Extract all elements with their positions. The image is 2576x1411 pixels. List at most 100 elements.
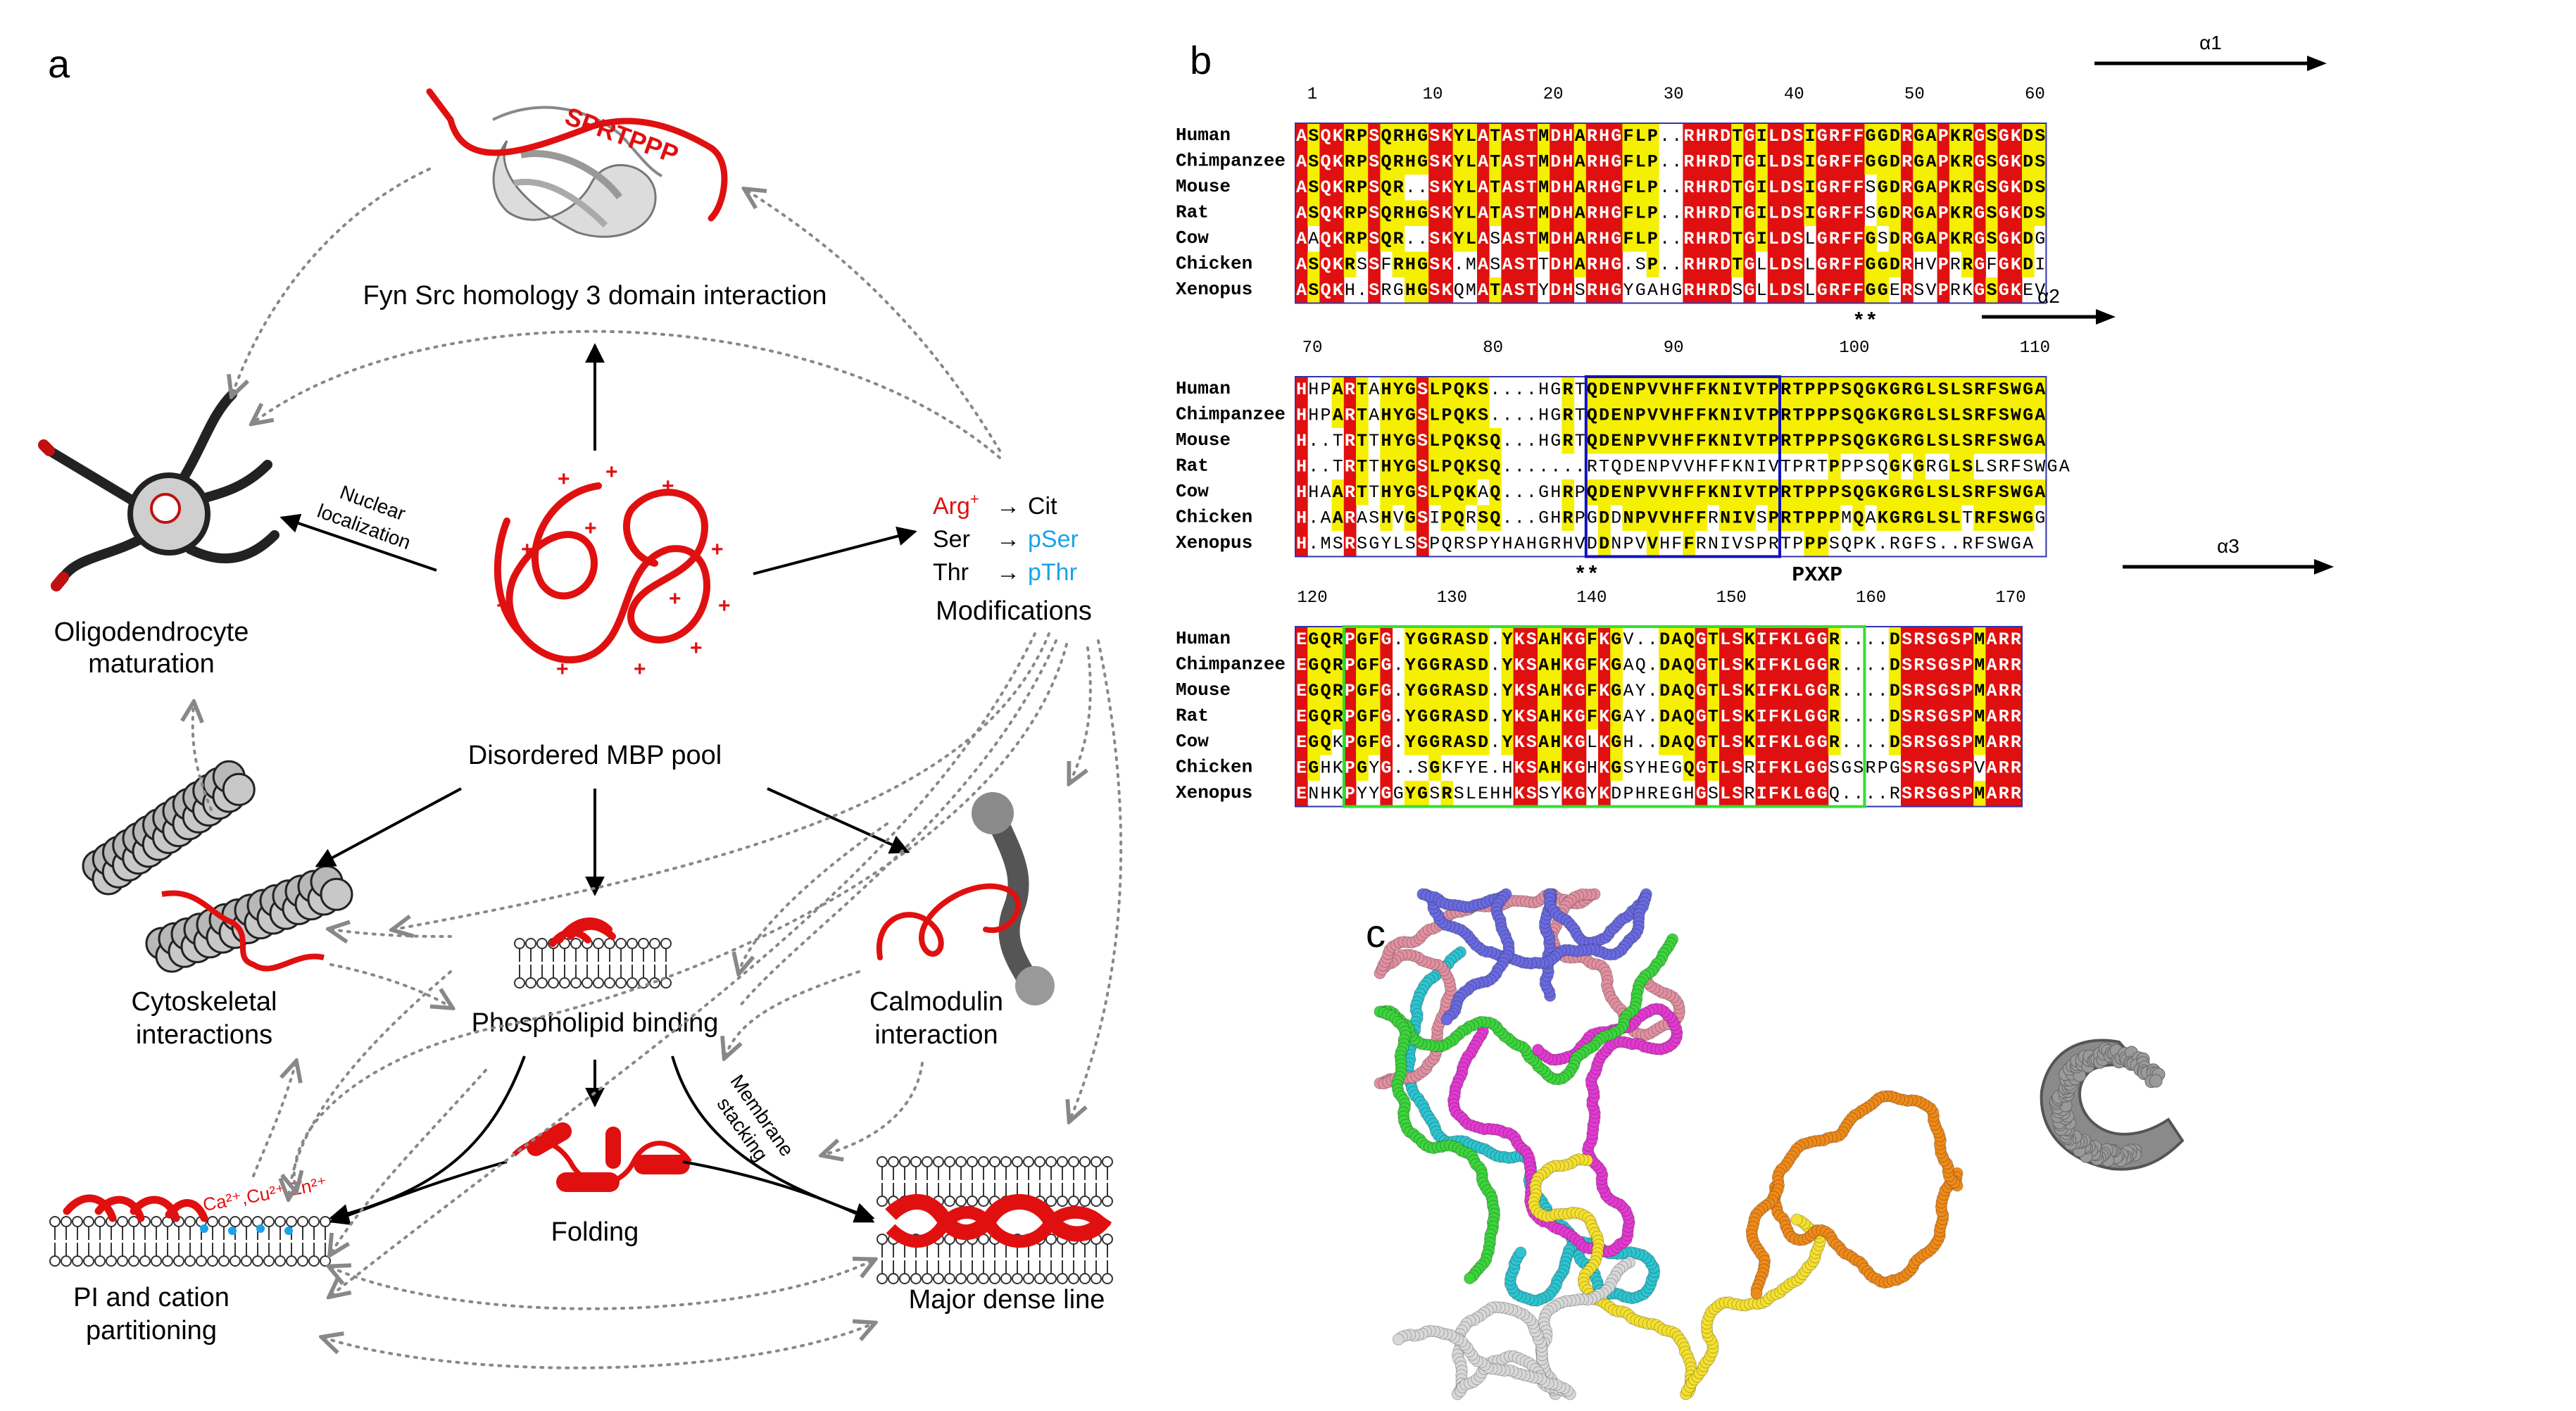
residue: D	[1550, 229, 1561, 249]
residue: T	[1732, 152, 1742, 173]
svg-text:+: +	[669, 587, 681, 610]
residue: K	[1708, 431, 1719, 451]
residue: Q	[1454, 457, 1464, 477]
residue: Y	[1405, 629, 1416, 650]
residue: S	[1841, 406, 1852, 426]
residue: K	[1878, 406, 1888, 426]
residue: Q	[1490, 431, 1500, 451]
residue: P	[1623, 534, 1633, 554]
residue: G	[2023, 406, 2033, 426]
residue: R	[1829, 732, 1840, 753]
residue: H	[1599, 229, 1609, 249]
cytoskeleton-icon	[82, 760, 353, 973]
residue: Y	[1635, 758, 1646, 779]
residue: G	[1393, 784, 1404, 804]
residue: G	[1938, 629, 1949, 650]
residue: G	[1890, 406, 1900, 426]
residue: P	[1841, 457, 1852, 477]
residue: S	[1429, 126, 1440, 146]
residue: S	[1938, 482, 1949, 503]
residue: D	[1478, 681, 1488, 701]
residue: S	[1853, 758, 1864, 779]
residue: Q	[1320, 629, 1331, 650]
residue: K	[1599, 758, 1609, 779]
residue: N	[1720, 482, 1730, 503]
residue: R	[1865, 758, 1876, 779]
residue: L	[1768, 255, 1779, 275]
residue: G	[1611, 255, 1621, 275]
residue: H	[1659, 534, 1670, 554]
residue: A	[1454, 732, 1464, 753]
residue: Q	[1853, 431, 1864, 451]
residue: V	[1744, 406, 1754, 426]
residue: R	[1902, 229, 1912, 249]
residue: W	[1999, 534, 2009, 554]
residue: G	[1974, 152, 1985, 173]
residue: R	[1333, 681, 1343, 701]
residue: S	[1925, 629, 1936, 650]
residue: D	[2023, 203, 2033, 224]
residue: Q	[1490, 457, 1500, 477]
residue: G	[1914, 229, 1924, 249]
residue: H	[1550, 707, 1561, 727]
species-name: Chicken	[1176, 757, 1252, 778]
residue: S	[1490, 229, 1500, 249]
cation-label: Ca²⁺,Cu²⁺,Zn²⁺	[201, 1172, 329, 1215]
residue: D	[1890, 152, 1900, 173]
residue: D	[1720, 177, 1730, 198]
residue: N	[1720, 380, 1730, 400]
residue: R	[1780, 406, 1791, 426]
residue: .	[1659, 203, 1670, 224]
residue: H	[1599, 280, 1609, 301]
residue: K	[1878, 508, 1888, 529]
residue: S	[1962, 457, 1973, 477]
residue: F	[1369, 732, 1379, 753]
residue: Y	[1369, 784, 1379, 804]
residue: H	[1381, 482, 1391, 503]
residue: I	[1757, 758, 1767, 779]
residue: G	[1538, 508, 1549, 529]
residue: H	[1405, 255, 1416, 275]
residue: V	[1671, 457, 1682, 477]
residue: N	[1720, 431, 1730, 451]
residue: .	[1502, 406, 1512, 426]
residue: .	[1853, 656, 1864, 676]
residue: L	[1950, 457, 1961, 477]
residue: R	[1587, 457, 1597, 477]
residue: A	[1986, 707, 1997, 727]
residue: G	[2023, 508, 2033, 529]
residue: P	[1441, 457, 1452, 477]
residue: F	[1369, 681, 1379, 701]
residue: P	[1441, 482, 1452, 503]
residue: G	[1817, 732, 1828, 753]
residue: S	[1357, 534, 1367, 554]
residue: S	[1986, 534, 1997, 554]
residue: R	[1780, 508, 1791, 529]
residue: .	[1357, 280, 1367, 301]
residue: I	[1720, 534, 1730, 554]
residue: R	[1974, 508, 1985, 529]
residue: T	[1490, 152, 1500, 173]
residue: P	[1635, 431, 1646, 451]
residue: P	[1817, 406, 1828, 426]
residue: A	[1369, 406, 1379, 426]
residue: L	[1720, 784, 1730, 804]
residue: S	[1429, 152, 1440, 173]
residue: G	[1611, 758, 1621, 779]
residue: .	[1526, 457, 1537, 477]
residue: I	[1757, 229, 1767, 249]
residue: .	[1502, 482, 1512, 503]
svg-text:+: +	[718, 594, 731, 617]
residue: P	[1357, 229, 1367, 249]
residue: P	[1817, 508, 1828, 529]
residue: S	[1902, 681, 1912, 701]
residue: S	[1466, 707, 1476, 727]
residue: P	[1938, 152, 1949, 173]
residue: G	[1804, 656, 1815, 676]
residue: N	[1623, 406, 1633, 426]
residue: S	[1308, 280, 1319, 301]
residue: G	[1357, 681, 1367, 701]
residue: .	[1878, 629, 1888, 650]
residue: I	[1732, 482, 1742, 503]
residue: F	[1623, 229, 1633, 249]
